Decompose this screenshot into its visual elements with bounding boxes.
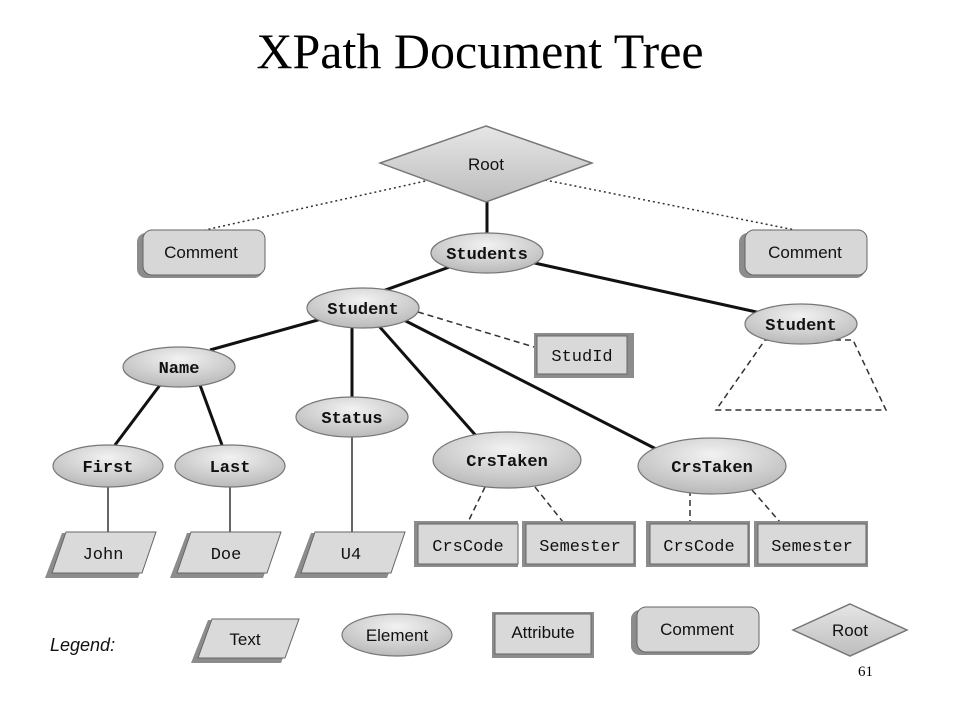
node-root-label: Root — [468, 155, 504, 174]
legend-attribute: Attribute — [492, 612, 594, 658]
node-status[interactable]: Status — [295, 396, 409, 438]
legend-element-label: Element — [366, 626, 429, 645]
node-studid-label: StudId — [551, 348, 612, 367]
node-first-label: First — [82, 459, 133, 478]
legend-text-label: Text — [229, 630, 260, 649]
legend-text: Text — [191, 618, 300, 663]
node-crstaken-2-label: CrsTaken — [671, 459, 753, 478]
node-students[interactable]: Students — [430, 232, 544, 274]
node-comment-left[interactable]: Comment — [137, 229, 266, 278]
node-crscode-2[interactable]: CrsCode — [646, 521, 750, 567]
node-first[interactable]: First — [52, 444, 164, 488]
node-crscode-2-label: CrsCode — [663, 538, 734, 557]
legend-comment-label: Comment — [660, 620, 734, 639]
edge-crstaken1-semester — [534, 486, 564, 523]
node-crstaken-2[interactable]: CrsTaken — [637, 437, 787, 495]
node-semester-1-label: Semester — [539, 538, 621, 557]
legend-element: Element — [341, 613, 453, 657]
node-john[interactable]: John — [45, 531, 157, 578]
legend-comment: Comment — [631, 606, 760, 655]
legend-root-label: Root — [832, 621, 868, 640]
node-studid[interactable]: StudId — [534, 333, 634, 378]
edge-name-first — [113, 384, 162, 446]
node-comment-left-label: Comment — [164, 243, 238, 262]
edge-root-comment-right — [544, 179, 796, 231]
edge-student1-studid — [417, 311, 535, 348]
node-semester-2[interactable]: Semester — [754, 521, 868, 567]
node-last[interactable]: Last — [174, 444, 286, 488]
node-doe-label: Doe — [211, 546, 242, 565]
node-student-1[interactable]: Student — [306, 287, 420, 329]
node-comment-right[interactable]: Comment — [739, 229, 868, 278]
collapsed-subtree-triangle — [714, 339, 888, 411]
node-student-2-label: Student — [765, 317, 836, 336]
tree-edges — [107, 179, 888, 535]
node-last-label: Last — [210, 459, 251, 478]
node-semester-2-label: Semester — [771, 538, 853, 557]
edge-students-student2 — [529, 260, 771, 317]
node-crstaken-1[interactable]: CrsTaken — [432, 431, 582, 489]
node-root[interactable]: Root — [377, 125, 595, 203]
edge-students-student1 — [379, 263, 456, 294]
node-status-label: Status — [321, 410, 382, 429]
node-student-2[interactable]: Student — [744, 303, 858, 345]
edge-student1-crstaken2 — [399, 316, 659, 452]
node-crstaken-1-label: CrsTaken — [466, 453, 548, 472]
node-crscode-1[interactable]: CrsCode — [414, 521, 519, 567]
edge-student1-name — [209, 316, 326, 352]
legend-label: Legend: — [50, 635, 115, 655]
legend: Legend: Text Element Attribute Comment R… — [50, 603, 909, 663]
node-student-1-label: Student — [327, 301, 398, 320]
node-crscode-1-label: CrsCode — [432, 538, 503, 557]
node-u4-label: U4 — [341, 546, 361, 565]
node-name[interactable]: Name — [122, 346, 236, 388]
edge-crstaken1-crscode — [467, 486, 486, 523]
page-number: 61 — [858, 664, 873, 680]
edge-name-last — [198, 384, 224, 446]
edge-student1-crstaken1 — [376, 324, 480, 439]
node-john-label: John — [83, 546, 124, 565]
legend-root: Root — [791, 603, 909, 657]
node-students-label: Students — [446, 246, 528, 265]
edge-crstaken2-semester — [751, 489, 781, 523]
node-u4[interactable]: U4 — [294, 531, 406, 578]
node-comment-right-label: Comment — [768, 243, 842, 262]
page-title: XPath Document Tree — [256, 23, 704, 79]
edge-root-comment-left — [204, 179, 431, 231]
legend-attribute-label: Attribute — [511, 623, 574, 642]
node-name-label: Name — [159, 360, 200, 379]
node-doe[interactable]: Doe — [170, 531, 282, 578]
node-semester-1[interactable]: Semester — [522, 521, 636, 567]
